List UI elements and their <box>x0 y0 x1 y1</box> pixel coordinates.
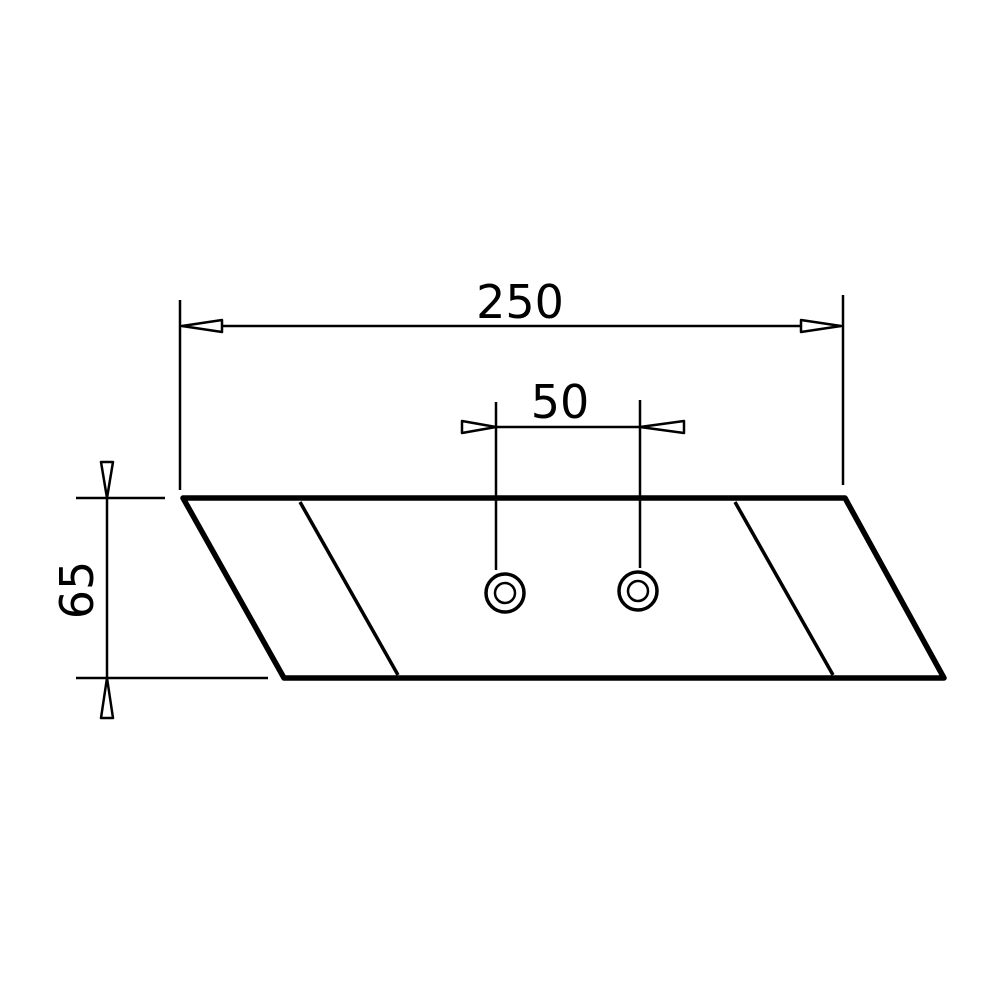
length-dimension: 250 <box>178 275 845 490</box>
hole-spacing-dimension: 50 <box>460 375 686 570</box>
bevel-line-left <box>298 501 400 676</box>
height-dimension: 65 <box>50 460 268 720</box>
blade-outline <box>180 495 947 681</box>
hole-spacing-label: 50 <box>531 375 590 429</box>
arrow-hole-right-icon <box>638 419 686 435</box>
blade <box>180 495 947 681</box>
mounting-hole-right <box>617 570 659 612</box>
arrow-right-icon <box>799 318 843 334</box>
arrow-hole-left-icon <box>460 419 498 435</box>
arrow-left-icon <box>180 318 224 334</box>
arrow-top-icon <box>99 460 115 500</box>
arrow-bottom-icon <box>99 676 115 720</box>
mounting-hole-left <box>484 572 526 614</box>
height-label: 65 <box>50 561 104 620</box>
length-label: 250 <box>476 275 564 329</box>
bevel-line-right <box>733 501 835 676</box>
